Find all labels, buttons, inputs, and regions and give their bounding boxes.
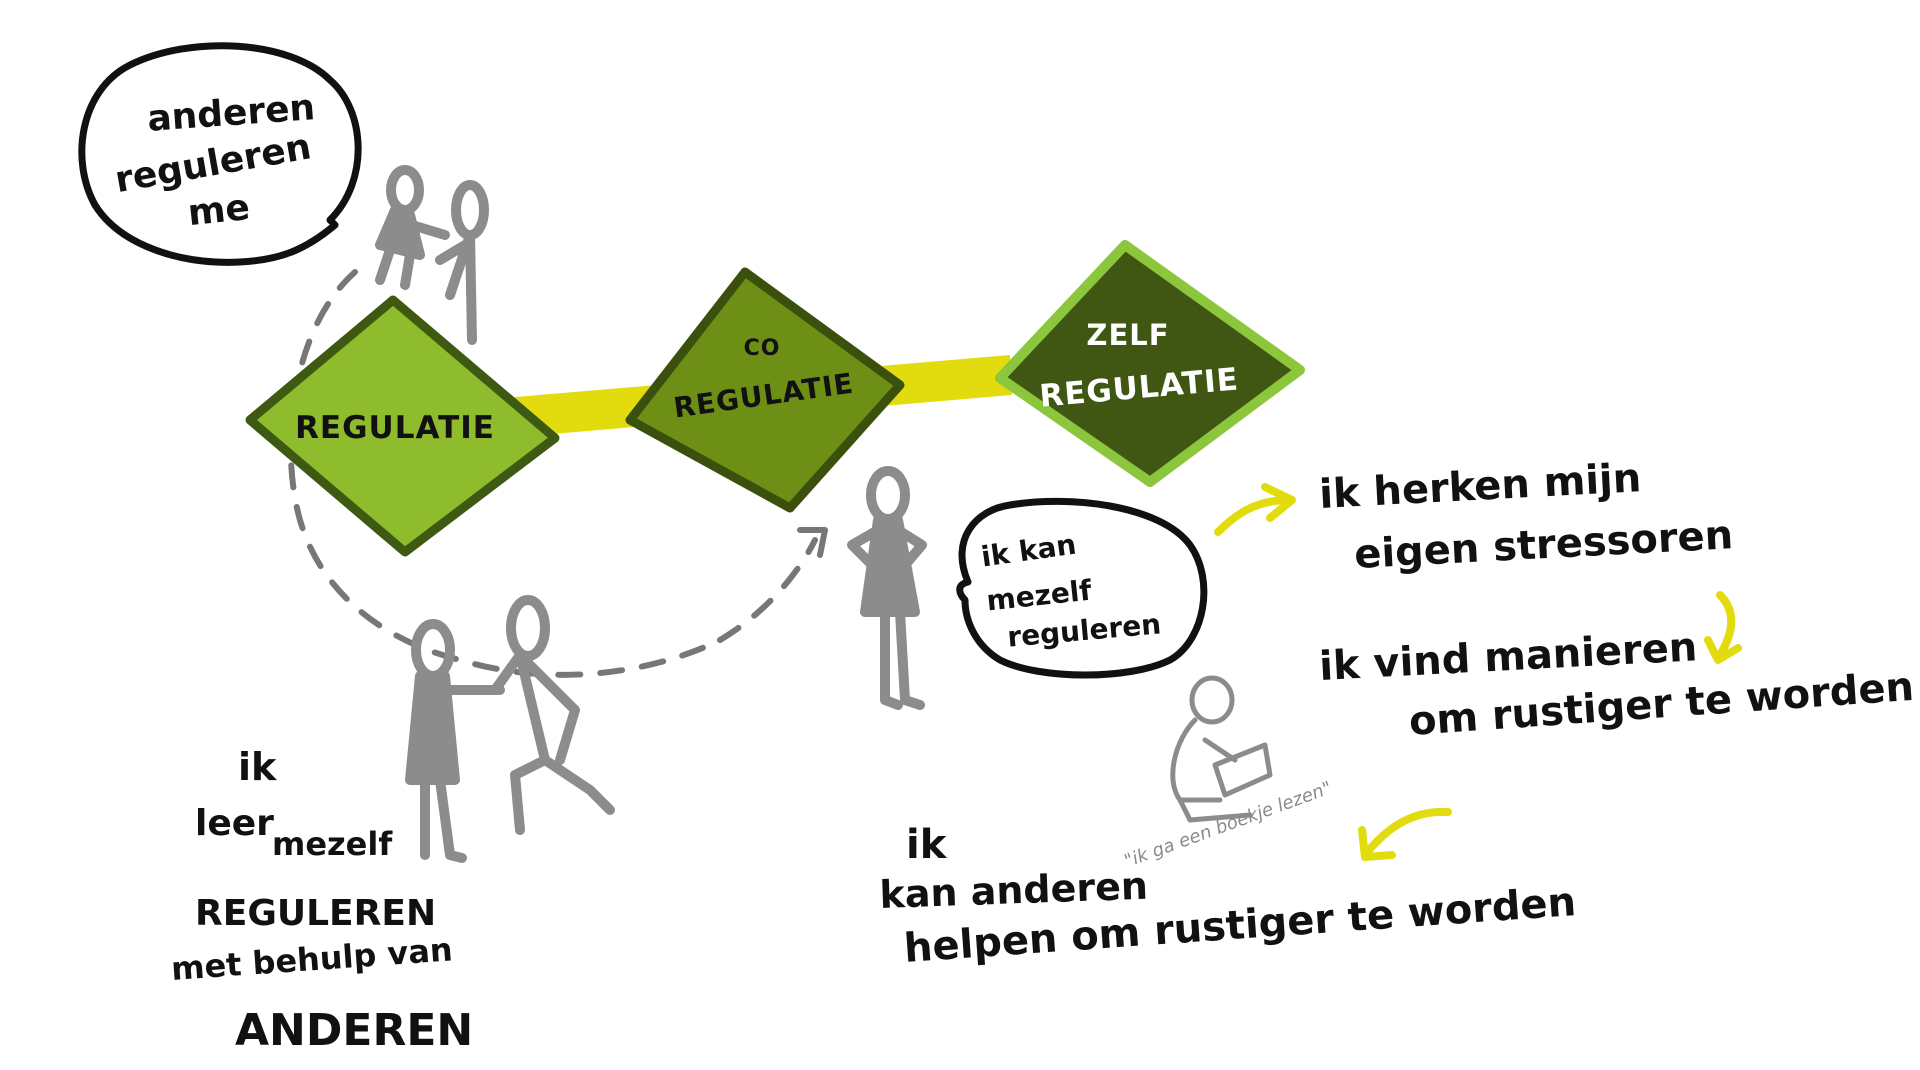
left-text-mezelf: mezelf [272, 825, 393, 863]
stick-figure-reading-icon [1170, 675, 1273, 823]
stage-regulatie: REGULATIE [245, 295, 560, 557]
step3-line1: ik [906, 822, 948, 868]
step3-line2: kan anderen [879, 864, 1149, 917]
left-text-reguleren: REGULEREN [195, 893, 436, 934]
stick-figure-icon [405, 595, 615, 863]
step1-line1: ik herken mijn [1318, 455, 1642, 518]
stage-zelf-regulatie: ZELF REGULATIE [995, 240, 1305, 487]
curved-arrow-icon [1704, 591, 1742, 664]
speech-bubble-ik-kan-mezelf-reguleren: ik kan mezelf reguleren [956, 497, 1208, 679]
curved-arrow-icon [1358, 807, 1452, 861]
stage-co-regulatie: CO REGULATIE [625, 267, 905, 513]
left-text-anderen: ANDEREN [235, 1005, 473, 1056]
speech-bubble-outline [78, 42, 362, 266]
dashed-cycle-path-upper [717, 537, 818, 643]
stage-zelf-label: ZELF [1086, 318, 1169, 352]
diamond-co-regulatie [625, 267, 905, 513]
left-text-leer: leer [195, 803, 274, 844]
speech-bubble-outline [956, 497, 1208, 679]
speech-bubble-anderen-reguleren-me: anderen reguleren me [78, 42, 362, 266]
stage-regulatie-label: REGULATIE [295, 410, 495, 446]
stage-co-label: CO [744, 336, 781, 361]
stick-figure-icon [847, 466, 927, 710]
bubble-left-line-3: me [186, 187, 252, 234]
diamond-zelf-regulatie [995, 240, 1305, 487]
step1-line2: eigen stressoren [1353, 512, 1734, 578]
step2-line1: ik vind manieren [1318, 624, 1698, 690]
left-text-ik: ik [238, 745, 277, 789]
diamond-regulatie [245, 295, 560, 557]
left-text-met-behulp-van: met behulp van [170, 930, 454, 988]
dashed-arrow-head-icon [797, 527, 828, 558]
stick-figure-icon [375, 165, 489, 345]
curved-arrow-icon [1214, 483, 1296, 536]
